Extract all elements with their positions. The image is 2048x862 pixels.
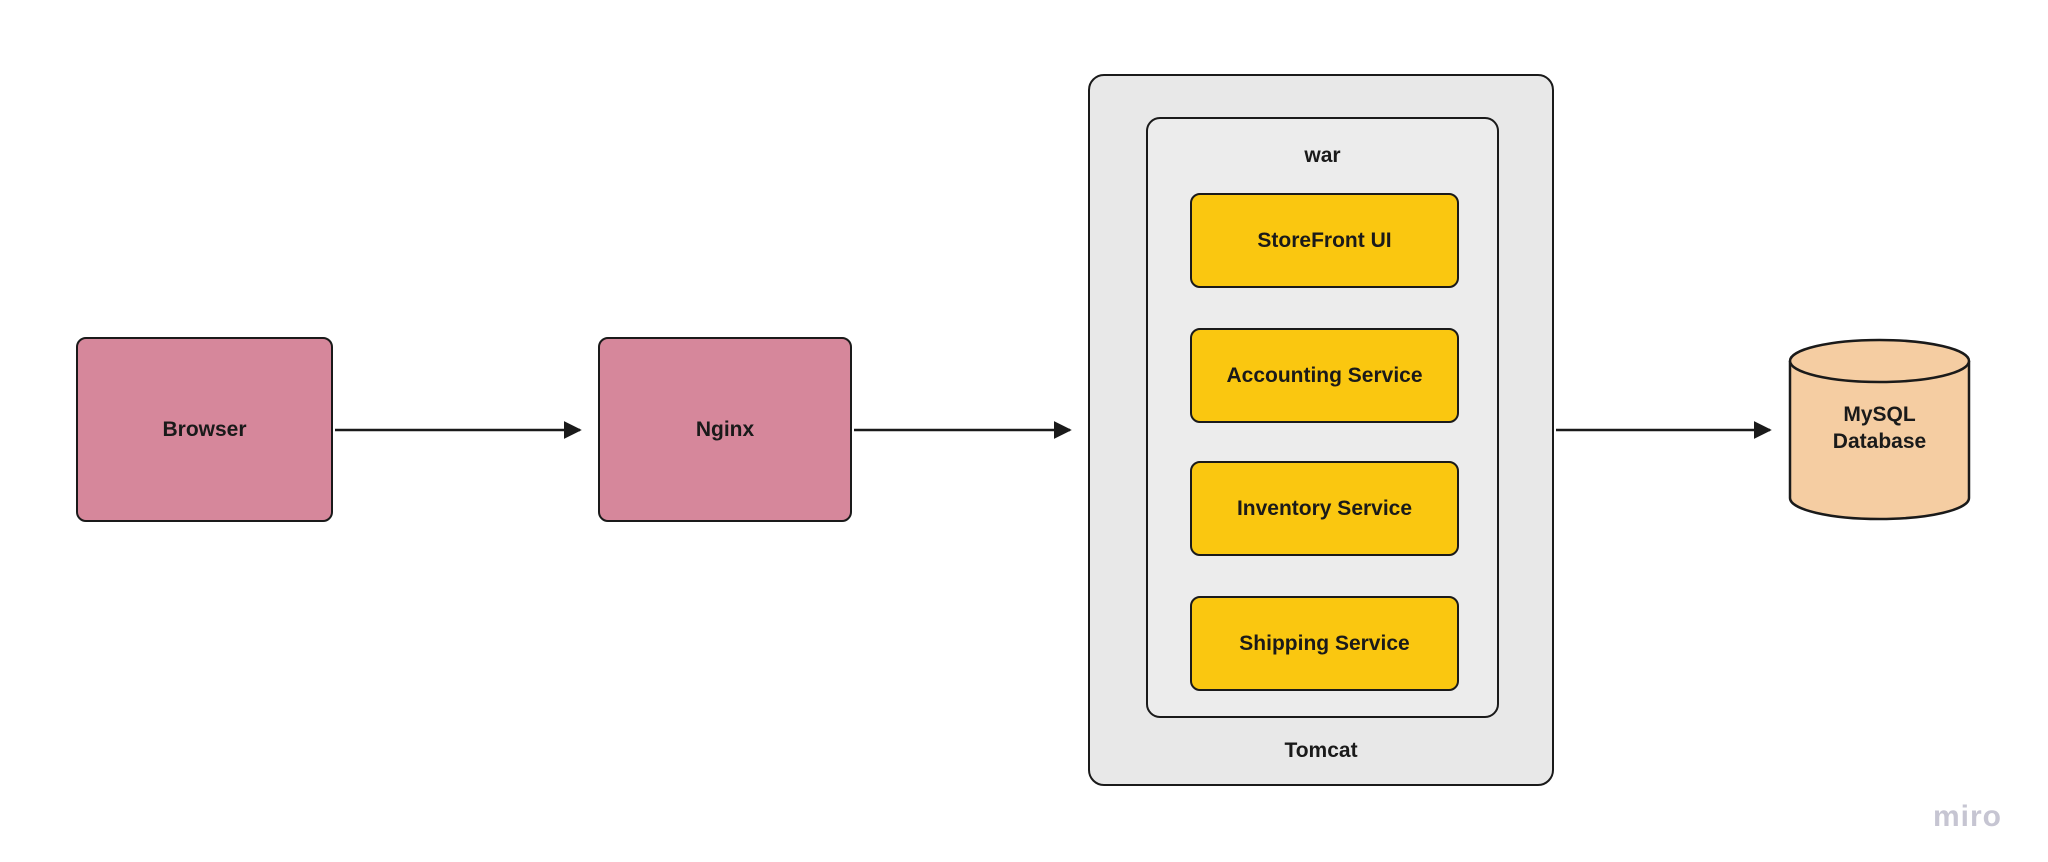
node-mysql-database[interactable]: MySQL Database: [1787, 337, 1972, 522]
node-storefront-ui[interactable]: StoreFront UI: [1190, 193, 1459, 288]
node-shipping-service[interactable]: Shipping Service: [1190, 596, 1459, 691]
node-browser-label: Browser: [162, 417, 247, 441]
node-shipping-service-label: Shipping Service: [1239, 631, 1410, 655]
node-nginx[interactable]: Nginx: [598, 337, 852, 522]
node-tomcat-label: Tomcat: [1284, 738, 1358, 762]
node-accounting-service[interactable]: Accounting Service: [1190, 328, 1459, 423]
node-nginx-label: Nginx: [695, 417, 755, 441]
node-browser[interactable]: Browser: [76, 337, 333, 522]
database-cylinder-icon: [1788, 338, 1971, 521]
node-inventory-service-label: Inventory Service: [1236, 496, 1413, 520]
node-tomcat-container[interactable]: war StoreFront UI Accounting Service Inv…: [1088, 74, 1554, 786]
node-storefront-ui-label: StoreFront UI: [1257, 228, 1392, 252]
node-war-label: war: [1304, 144, 1341, 167]
node-war-container[interactable]: war StoreFront UI Accounting Service Inv…: [1146, 117, 1499, 718]
node-accounting-service-label: Accounting Service: [1226, 363, 1423, 387]
miro-logo: miro: [1932, 800, 2002, 833]
node-inventory-service[interactable]: Inventory Service: [1190, 461, 1459, 556]
node-mysql-database-label: MySQL Database: [1832, 403, 1927, 454]
